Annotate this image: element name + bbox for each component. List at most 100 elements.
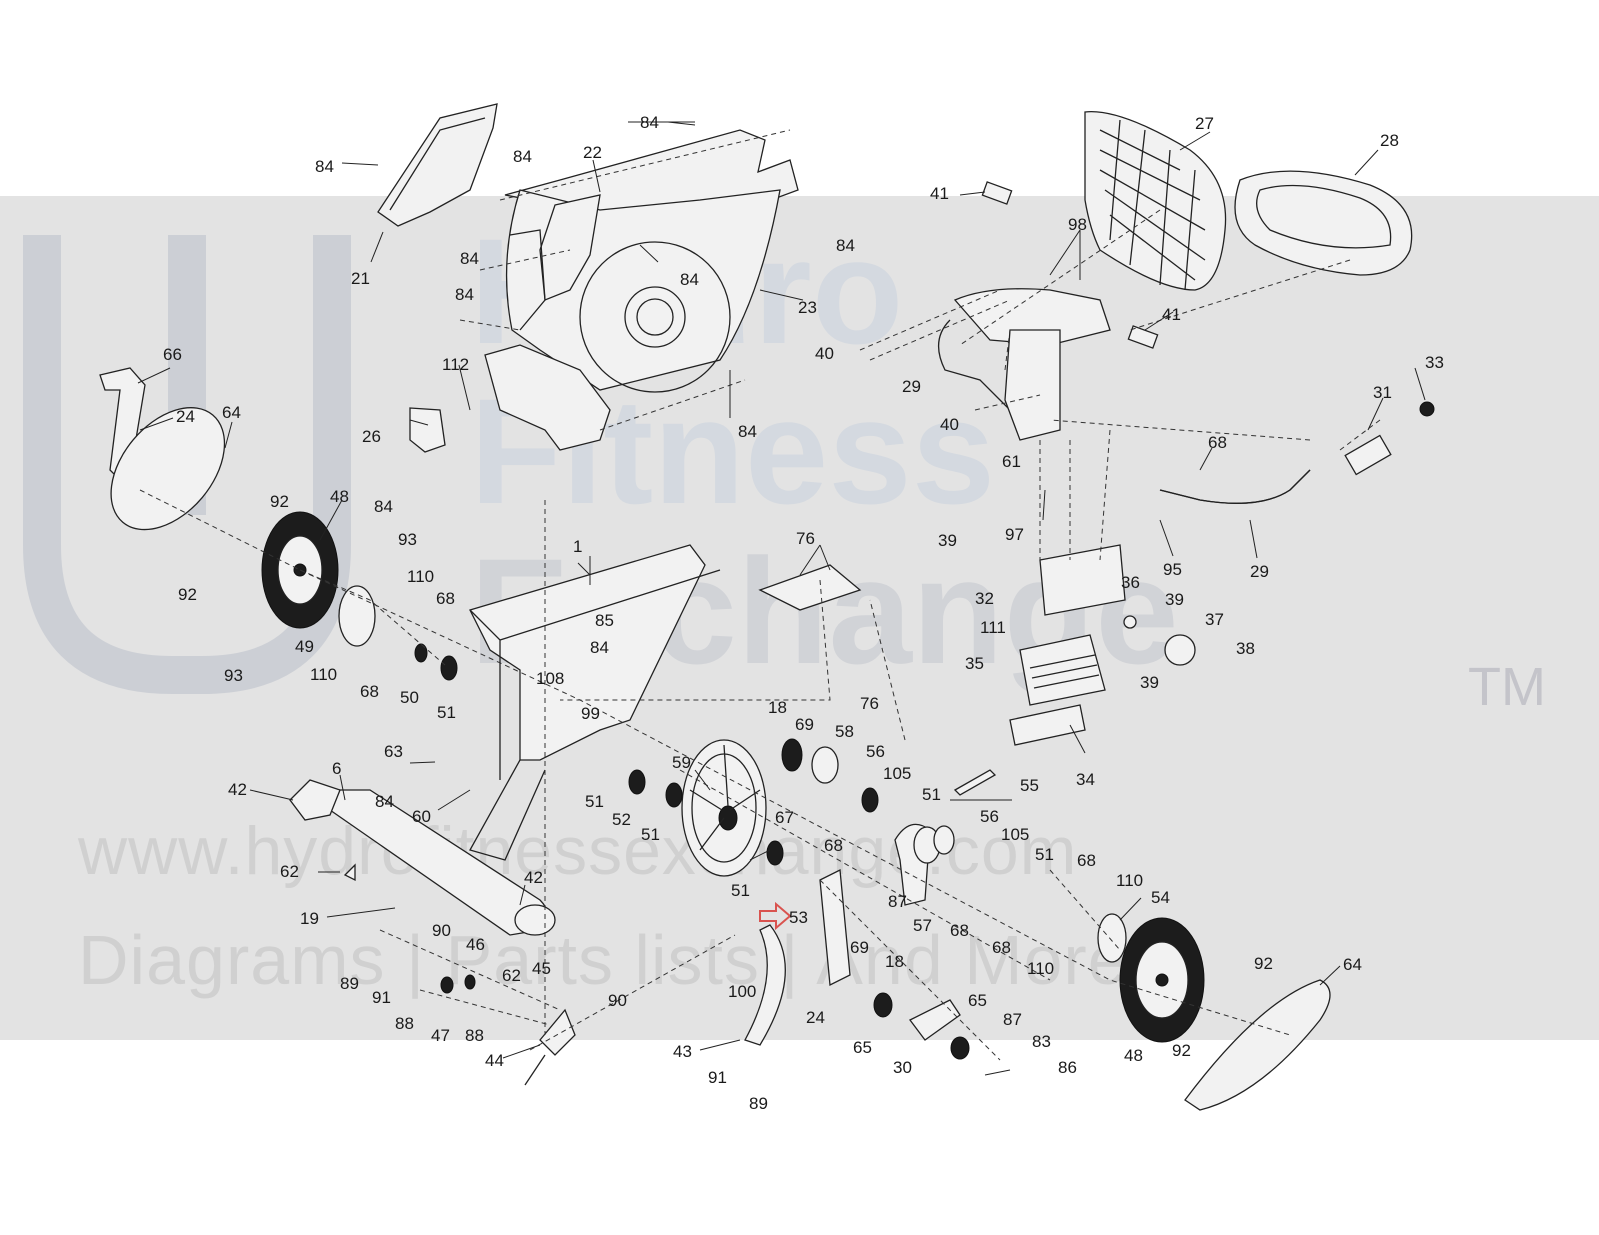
callout-91a: 91 <box>372 988 391 1007</box>
callout-51f: 51 <box>731 881 750 900</box>
callout-55: 55 <box>1020 776 1039 795</box>
callout-93b: 93 <box>224 666 243 685</box>
callout-41b: 41 <box>1162 305 1181 324</box>
callout-69b: 69 <box>850 938 869 957</box>
callout-46: 46 <box>466 935 485 954</box>
callout-68f: 68 <box>950 921 969 940</box>
callout-110a: 110 <box>407 567 434 586</box>
callout-84d: 84 <box>836 236 855 255</box>
callout-54: 54 <box>1151 888 1170 907</box>
callout-111: 111 <box>980 618 1006 637</box>
callout-44: 44 <box>485 1051 504 1070</box>
callout-32: 32 <box>975 589 994 608</box>
callout-84k: 84 <box>375 792 394 811</box>
callout-50: 50 <box>400 688 419 707</box>
callout-43: 43 <box>673 1042 692 1061</box>
callout-68c: 68 <box>1208 433 1227 452</box>
callout-40a: 40 <box>815 344 834 363</box>
callout-47: 47 <box>431 1026 450 1045</box>
callout-27: 27 <box>1195 114 1214 133</box>
callout-105a: 105 <box>883 764 911 783</box>
callout-53: 53 <box>789 908 808 927</box>
callout-23: 23 <box>798 298 817 317</box>
callout-110c: 110 <box>1116 871 1143 890</box>
seat-assembly <box>1084 111 1413 291</box>
callout-98: 98 <box>1068 215 1087 234</box>
callout-95: 95 <box>1163 560 1182 579</box>
callout-67: 67 <box>775 808 794 827</box>
callout-51e: 51 <box>1035 845 1054 864</box>
callout-87a: 87 <box>888 892 907 911</box>
callout-93a: 93 <box>398 530 417 549</box>
callout-110b: 110 <box>310 665 337 684</box>
callout-62a: 62 <box>280 862 299 881</box>
main-frame <box>289 544 862 936</box>
callout-labels: 84 21 84 22 84 84 84 84 84 23 112 26 84 … <box>163 113 1444 1113</box>
callout-64b: 64 <box>1343 955 1362 974</box>
callout-88a: 88 <box>395 1014 414 1033</box>
callout-51b: 51 <box>922 785 941 804</box>
callout-84g: 84 <box>455 285 474 304</box>
callout-28: 28 <box>1380 131 1399 150</box>
callout-89b: 89 <box>749 1094 768 1113</box>
callout-39b: 39 <box>1165 590 1184 609</box>
callout-49: 49 <box>295 637 314 656</box>
callout-58: 58 <box>835 722 854 741</box>
watermark-tagline: Diagrams | Parts lists | And More <box>78 921 1128 999</box>
callout-42b: 42 <box>524 868 543 887</box>
callout-29a: 29 <box>902 377 921 396</box>
callout-110d: 110 <box>1027 959 1054 978</box>
callout-leader-lines <box>137 121 1426 1076</box>
callout-64a: 64 <box>222 403 241 422</box>
callout-45: 45 <box>532 959 551 978</box>
callout-18a: 18 <box>768 698 787 717</box>
callout-40b: 40 <box>940 415 959 434</box>
callout-89a: 89 <box>340 974 359 993</box>
callout-41a: 41 <box>930 184 949 203</box>
callout-84i: 84 <box>374 497 393 516</box>
callout-1: 1 <box>573 537 582 556</box>
callout-42a: 42 <box>228 780 247 799</box>
callout-19: 19 <box>300 909 319 928</box>
callout-84c: 84 <box>640 113 659 132</box>
callout-33: 33 <box>1425 353 1444 372</box>
flywheel-assembly <box>414 643 879 877</box>
callout-69a: 69 <box>795 715 814 734</box>
callout-84b: 84 <box>513 147 532 166</box>
callout-48b: 48 <box>1124 1046 1143 1065</box>
callout-85: 85 <box>595 611 614 630</box>
watermark-trademark: TM <box>1468 657 1546 717</box>
callout-51d: 51 <box>641 825 660 844</box>
callout-39c: 39 <box>1140 673 1159 692</box>
callout-30: 30 <box>893 1058 912 1077</box>
callout-86: 86 <box>1058 1058 1077 1077</box>
highlight-arrow <box>759 901 792 931</box>
callout-22: 22 <box>583 143 602 162</box>
callout-63: 63 <box>384 742 403 761</box>
shroud-assembly <box>377 103 799 453</box>
callout-84j: 84 <box>590 638 609 657</box>
callout-24a: 24 <box>176 407 195 426</box>
callout-59: 59 <box>672 753 691 772</box>
callout-76a: 76 <box>796 529 815 548</box>
callout-52: 52 <box>612 810 631 829</box>
callout-108: 108 <box>536 669 564 688</box>
callout-61: 61 <box>1002 452 1021 471</box>
callout-31: 31 <box>1373 383 1392 402</box>
callout-68d: 68 <box>824 836 843 855</box>
callout-35: 35 <box>965 654 984 673</box>
callout-84h: 84 <box>738 422 757 441</box>
callout-88b: 88 <box>465 1026 484 1045</box>
seat-carriage <box>938 181 1435 746</box>
callout-83: 83 <box>1032 1032 1051 1051</box>
callout-37: 37 <box>1205 610 1224 629</box>
callout-99: 99 <box>581 704 600 723</box>
callout-57: 57 <box>913 916 932 935</box>
callout-112: 112 <box>442 355 469 374</box>
callout-38: 38 <box>1236 639 1255 658</box>
callout-24b: 24 <box>806 1008 825 1027</box>
callout-56a: 56 <box>866 742 885 761</box>
callout-68g: 68 <box>992 938 1011 957</box>
callout-26: 26 <box>362 427 381 446</box>
